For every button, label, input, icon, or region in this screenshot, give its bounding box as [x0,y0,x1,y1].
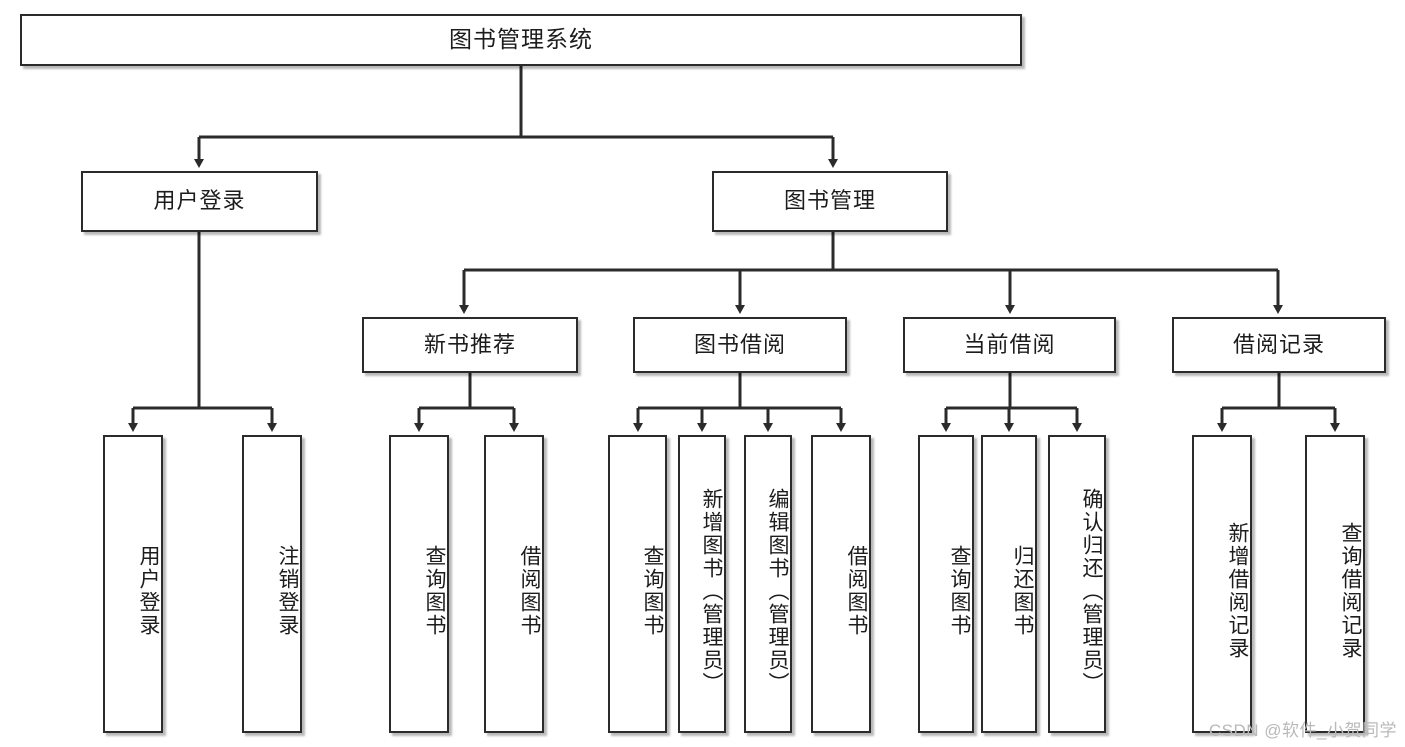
node-book-borrow[interactable]: 图书借阅 [633,317,847,373]
node-borrow-record-label: 借阅记录 [1232,331,1325,357]
node-leaf-user-login-label: 用户登录 [137,545,160,637]
node-new-book-recommend-label: 新书推荐 [423,331,516,357]
node-leaf-query-book-borrow[interactable]: 查询图书 [608,435,667,733]
node-user-login-label: 用户登录 [153,188,246,214]
node-leaf-user-logout[interactable]: 注销登录 [242,435,302,733]
node-leaf-add-borrow-record[interactable]: 新增借阅记录 [1192,435,1252,733]
node-leaf-borrow-book-label: 借阅图书 [845,545,868,637]
node-leaf-query-borrow-record[interactable]: 查询借阅记录 [1305,435,1365,733]
node-book-borrow-label: 图书借阅 [693,331,786,357]
node-user-login[interactable]: 用户登录 [81,171,318,232]
node-leaf-add-book-admin-label: 新增图书（管理员） [700,487,723,695]
node-borrow-record[interactable]: 借阅记录 [1172,317,1386,373]
node-leaf-confirm-return-admin[interactable]: 确认归还（管理员） [1048,435,1106,733]
node-leaf-return-book-label: 归还图书 [1011,545,1034,637]
node-leaf-user-logout-label: 注销登录 [276,545,299,637]
node-leaf-confirm-return-admin-label: 确认归还（管理员） [1080,487,1103,695]
node-leaf-edit-book-admin-label: 编辑图书（管理员） [766,487,789,695]
node-leaf-query-borrow-record-label: 查询借阅记录 [1339,522,1362,660]
node-current-borrow-label: 当前借阅 [963,331,1056,357]
node-root-label: 图书管理系统 [449,26,593,53]
node-leaf-borrow-book[interactable]: 借阅图书 [811,435,871,733]
node-leaf-user-login[interactable]: 用户登录 [103,435,163,733]
node-leaf-query-book-rec[interactable]: 查询图书 [389,435,449,733]
node-leaf-borrow-book-rec-label: 借阅图书 [518,545,541,637]
node-leaf-borrow-book-rec[interactable]: 借阅图书 [484,435,544,733]
node-leaf-add-book-admin[interactable]: 新增图书（管理员） [678,435,726,733]
node-leaf-query-book-cur[interactable]: 查询图书 [918,435,974,733]
node-book-manage[interactable]: 图书管理 [712,171,948,232]
node-current-borrow[interactable]: 当前借阅 [903,317,1116,373]
watermark-text: CSDN @软件_小贺同学 [1208,721,1397,740]
node-new-book-recommend[interactable]: 新书推荐 [362,317,578,373]
node-book-manage-label: 图书管理 [783,188,876,214]
node-leaf-edit-book-admin[interactable]: 编辑图书（管理员） [744,435,792,733]
node-leaf-query-book-cur-label: 查询图书 [948,545,971,637]
node-leaf-query-book-borrow-label: 查询图书 [641,545,664,637]
node-root[interactable]: 图书管理系统 [20,14,1022,66]
node-leaf-query-book-rec-label: 查询图书 [423,545,446,637]
node-leaf-return-book[interactable]: 归还图书 [981,435,1037,733]
node-leaf-add-borrow-record-label: 新增借阅记录 [1226,522,1249,660]
